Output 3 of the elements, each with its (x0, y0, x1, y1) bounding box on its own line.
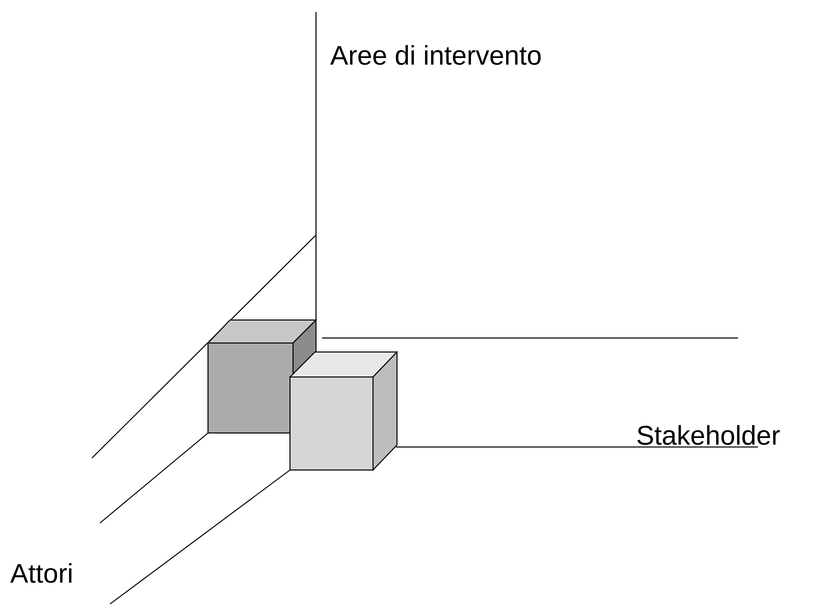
axis-label: Aree di intervento (330, 45, 541, 65)
axis-label: Attori (10, 563, 72, 583)
axis-label: Stakeholder (637, 425, 780, 445)
